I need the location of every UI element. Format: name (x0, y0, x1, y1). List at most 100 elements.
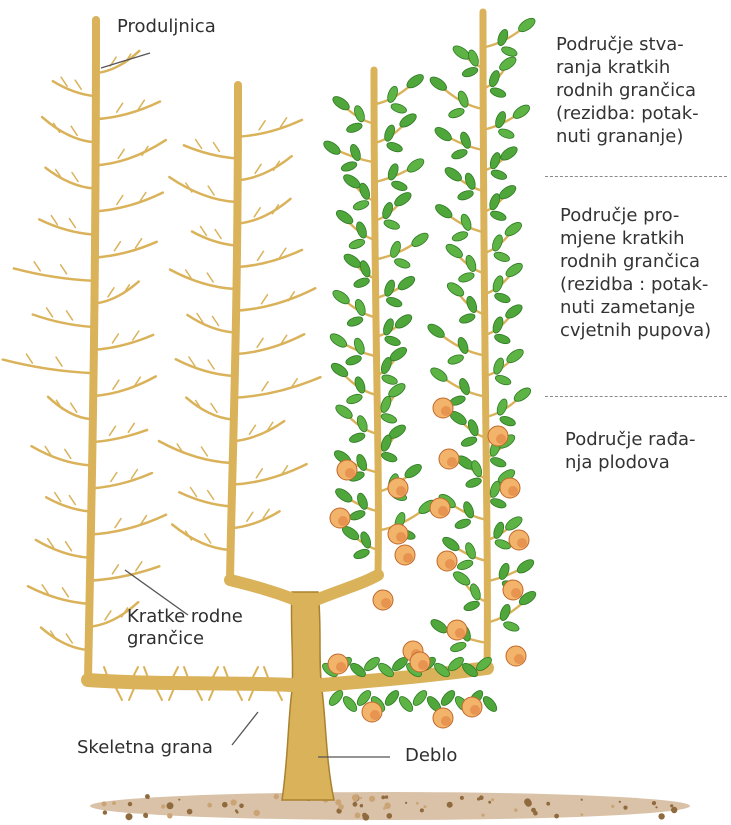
leaf (352, 199, 370, 212)
short-spur (75, 80, 81, 89)
short-spur (128, 423, 134, 432)
soil-clod (385, 795, 388, 798)
leaf (461, 66, 479, 79)
zone-divider-bottom (545, 396, 727, 397)
soil-clod (369, 796, 375, 802)
side-twig (231, 464, 306, 485)
trunk (282, 592, 334, 800)
leaf (433, 125, 454, 144)
side-twig (46, 497, 90, 511)
side-twig (96, 51, 140, 73)
side-twig (230, 511, 279, 528)
short-spur (201, 227, 207, 236)
short-spur (191, 488, 197, 497)
short-spur (211, 404, 217, 413)
side-twig (170, 270, 235, 289)
leaf (493, 291, 511, 304)
leaf (489, 209, 507, 222)
soil-clod (112, 801, 116, 805)
side-twig (93, 282, 139, 304)
side-twig (238, 120, 302, 137)
fruit-blush (517, 538, 527, 548)
short-spur (105, 611, 111, 620)
short-spur (249, 425, 255, 434)
leaf (385, 296, 403, 309)
leaf (465, 476, 483, 489)
fruit-blush (396, 532, 406, 542)
leaf (503, 220, 524, 239)
leaf (494, 374, 512, 387)
leaf (503, 302, 524, 321)
leaf (341, 694, 359, 714)
short-spur (118, 149, 124, 158)
side-twig (233, 377, 321, 398)
side-twig (14, 268, 93, 280)
fruit-blush (470, 705, 480, 715)
leaf (451, 569, 472, 588)
soil-clod (619, 801, 621, 803)
leafy-branches (316, 12, 528, 685)
short-spur (61, 265, 67, 274)
soil-clod (274, 794, 279, 799)
soil-clod (254, 810, 260, 816)
side-twig (92, 335, 153, 350)
leaf (489, 456, 507, 469)
soil-clod (231, 799, 237, 805)
short-spur (34, 262, 40, 271)
side-twig (46, 168, 95, 189)
short-spur (215, 230, 221, 239)
soil-clod (187, 809, 193, 815)
side-twig (90, 515, 167, 535)
soil-clod (491, 798, 494, 801)
short-spur (114, 242, 120, 251)
side-twig (93, 242, 157, 258)
side-twig (36, 540, 89, 558)
soil-clod (420, 808, 424, 812)
side-twig (42, 117, 95, 142)
soil-clod (447, 802, 453, 808)
side-twig (169, 177, 236, 202)
fruit-blush (455, 628, 465, 638)
leaf (457, 189, 475, 202)
leaf (440, 535, 461, 554)
short-spur (136, 562, 142, 571)
soil-clod (546, 802, 550, 806)
short-spur (72, 173, 78, 182)
leaf (454, 517, 472, 530)
leaf (396, 274, 417, 293)
outer-right-leader (483, 12, 487, 668)
fruit-blush (441, 716, 451, 726)
side-twig (90, 473, 152, 489)
short-spur (255, 164, 261, 173)
short-spur (26, 354, 32, 363)
fruit-blush (345, 468, 355, 478)
short-spur (67, 311, 73, 320)
soil-clod (652, 801, 656, 805)
leaf (497, 127, 515, 140)
short-spur (259, 121, 265, 130)
leaf (489, 497, 507, 510)
soil-clod (581, 799, 583, 801)
short-spur (213, 143, 219, 152)
short-spur (256, 469, 262, 478)
side-twig (188, 315, 235, 333)
short-spur (131, 470, 137, 479)
fruit-blush (418, 660, 428, 670)
soil-clod (658, 813, 664, 819)
short-spur (69, 219, 75, 228)
leaf (340, 160, 358, 173)
short-spur (62, 588, 68, 597)
fruit-blush (381, 598, 391, 608)
side-twig (234, 334, 305, 354)
leaf (456, 558, 474, 571)
leaf (348, 431, 366, 444)
soil-clod (405, 802, 407, 804)
short-spur (110, 426, 116, 435)
soil-clod (477, 797, 480, 800)
upper-left-arm (230, 580, 296, 600)
fruit-blush (441, 406, 451, 416)
leaf (451, 230, 469, 243)
soil-clod (207, 803, 212, 808)
inner-right-leader (374, 70, 378, 575)
short-spur (205, 534, 211, 543)
